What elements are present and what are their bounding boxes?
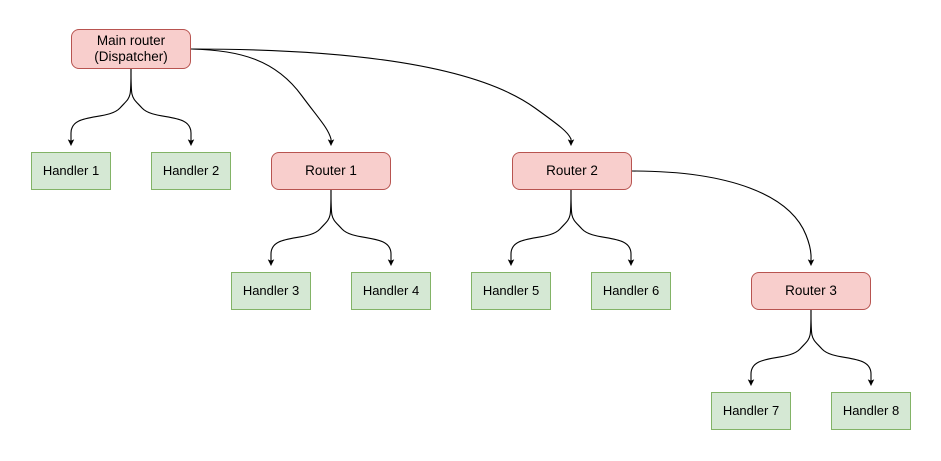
node-label-handler-6: Handler 6 <box>602 283 660 299</box>
edge-router-3-to-handler-8 <box>810 309 875 386</box>
node-handler-1[interactable]: Handler 1 <box>31 152 111 190</box>
node-main-router[interactable]: Main router (Dispatcher) <box>71 29 191 69</box>
node-handler-7[interactable]: Handler 7 <box>711 392 791 430</box>
node-label-handler-7: Handler 7 <box>722 403 780 419</box>
node-handler-6[interactable]: Handler 6 <box>591 272 671 310</box>
node-label-handler-8: Handler 8 <box>842 403 900 419</box>
edge-router-2-to-handler-6 <box>570 189 635 266</box>
edge-router-3-to-handler-7 <box>747 309 812 386</box>
node-handler-5[interactable]: Handler 5 <box>471 272 551 310</box>
edge-router-2-to-router-3 <box>631 170 815 266</box>
edge-router-1-to-handler-3 <box>267 189 332 266</box>
edge-main-router-to-router-1 <box>190 48 335 146</box>
node-handler-3[interactable]: Handler 3 <box>231 272 311 310</box>
node-router-3[interactable]: Router 3 <box>751 272 871 310</box>
edge-main-router-to-router-2 <box>190 48 575 146</box>
node-label-handler-2: Handler 2 <box>162 163 220 179</box>
node-label-router-3: Router 3 <box>785 282 837 298</box>
node-label-handler-4: Handler 4 <box>362 283 420 299</box>
edge-router-1-to-handler-4 <box>330 189 395 266</box>
node-router-2[interactable]: Router 2 <box>512 152 632 190</box>
node-label-router-2: Router 2 <box>546 162 598 178</box>
node-label-router-1: Router 1 <box>305 162 357 178</box>
node-label-handler-3: Handler 3 <box>242 283 300 299</box>
edge-main-router-to-handler-1 <box>67 68 132 146</box>
node-handler-2[interactable]: Handler 2 <box>151 152 231 190</box>
node-handler-8[interactable]: Handler 8 <box>831 392 911 430</box>
node-label-handler-1: Handler 1 <box>42 163 100 179</box>
node-router-1[interactable]: Router 1 <box>271 152 391 190</box>
edge-main-router-to-handler-2 <box>130 68 195 146</box>
edge-router-2-to-handler-5 <box>507 189 572 266</box>
node-label-main-router: Main router (Dispatcher) <box>94 32 168 64</box>
node-label-handler-5: Handler 5 <box>482 283 540 299</box>
node-handler-4[interactable]: Handler 4 <box>351 272 431 310</box>
